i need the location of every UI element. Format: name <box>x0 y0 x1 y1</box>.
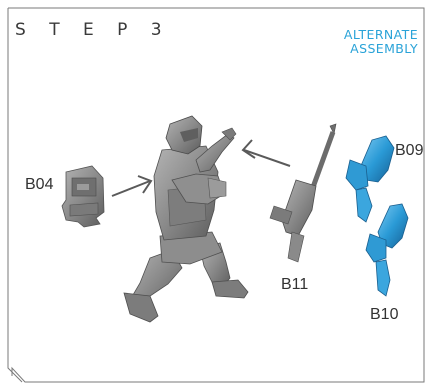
part-b09-arm <box>345 135 395 223</box>
alternate-assembly-line1: ALTERNATE <box>343 27 418 42</box>
label-b04: B04 <box>25 176 54 193</box>
label-b09: B09 <box>395 142 424 159</box>
step-title: S T E P 3 <box>15 20 171 40</box>
part-b04-backpack <box>61 165 105 228</box>
arrow-blaster-to-figure <box>241 139 291 167</box>
panel-border <box>8 7 425 383</box>
alternate-assembly-line2: ASSEMBLY <box>350 41 418 56</box>
part-b11-blaster <box>269 123 337 263</box>
label-b10: B10 <box>370 306 399 323</box>
part-b10-arm <box>365 203 409 297</box>
trooper-figure <box>123 115 249 323</box>
label-b11: B11 <box>281 276 309 293</box>
arrow-b04-to-figure <box>111 175 153 197</box>
